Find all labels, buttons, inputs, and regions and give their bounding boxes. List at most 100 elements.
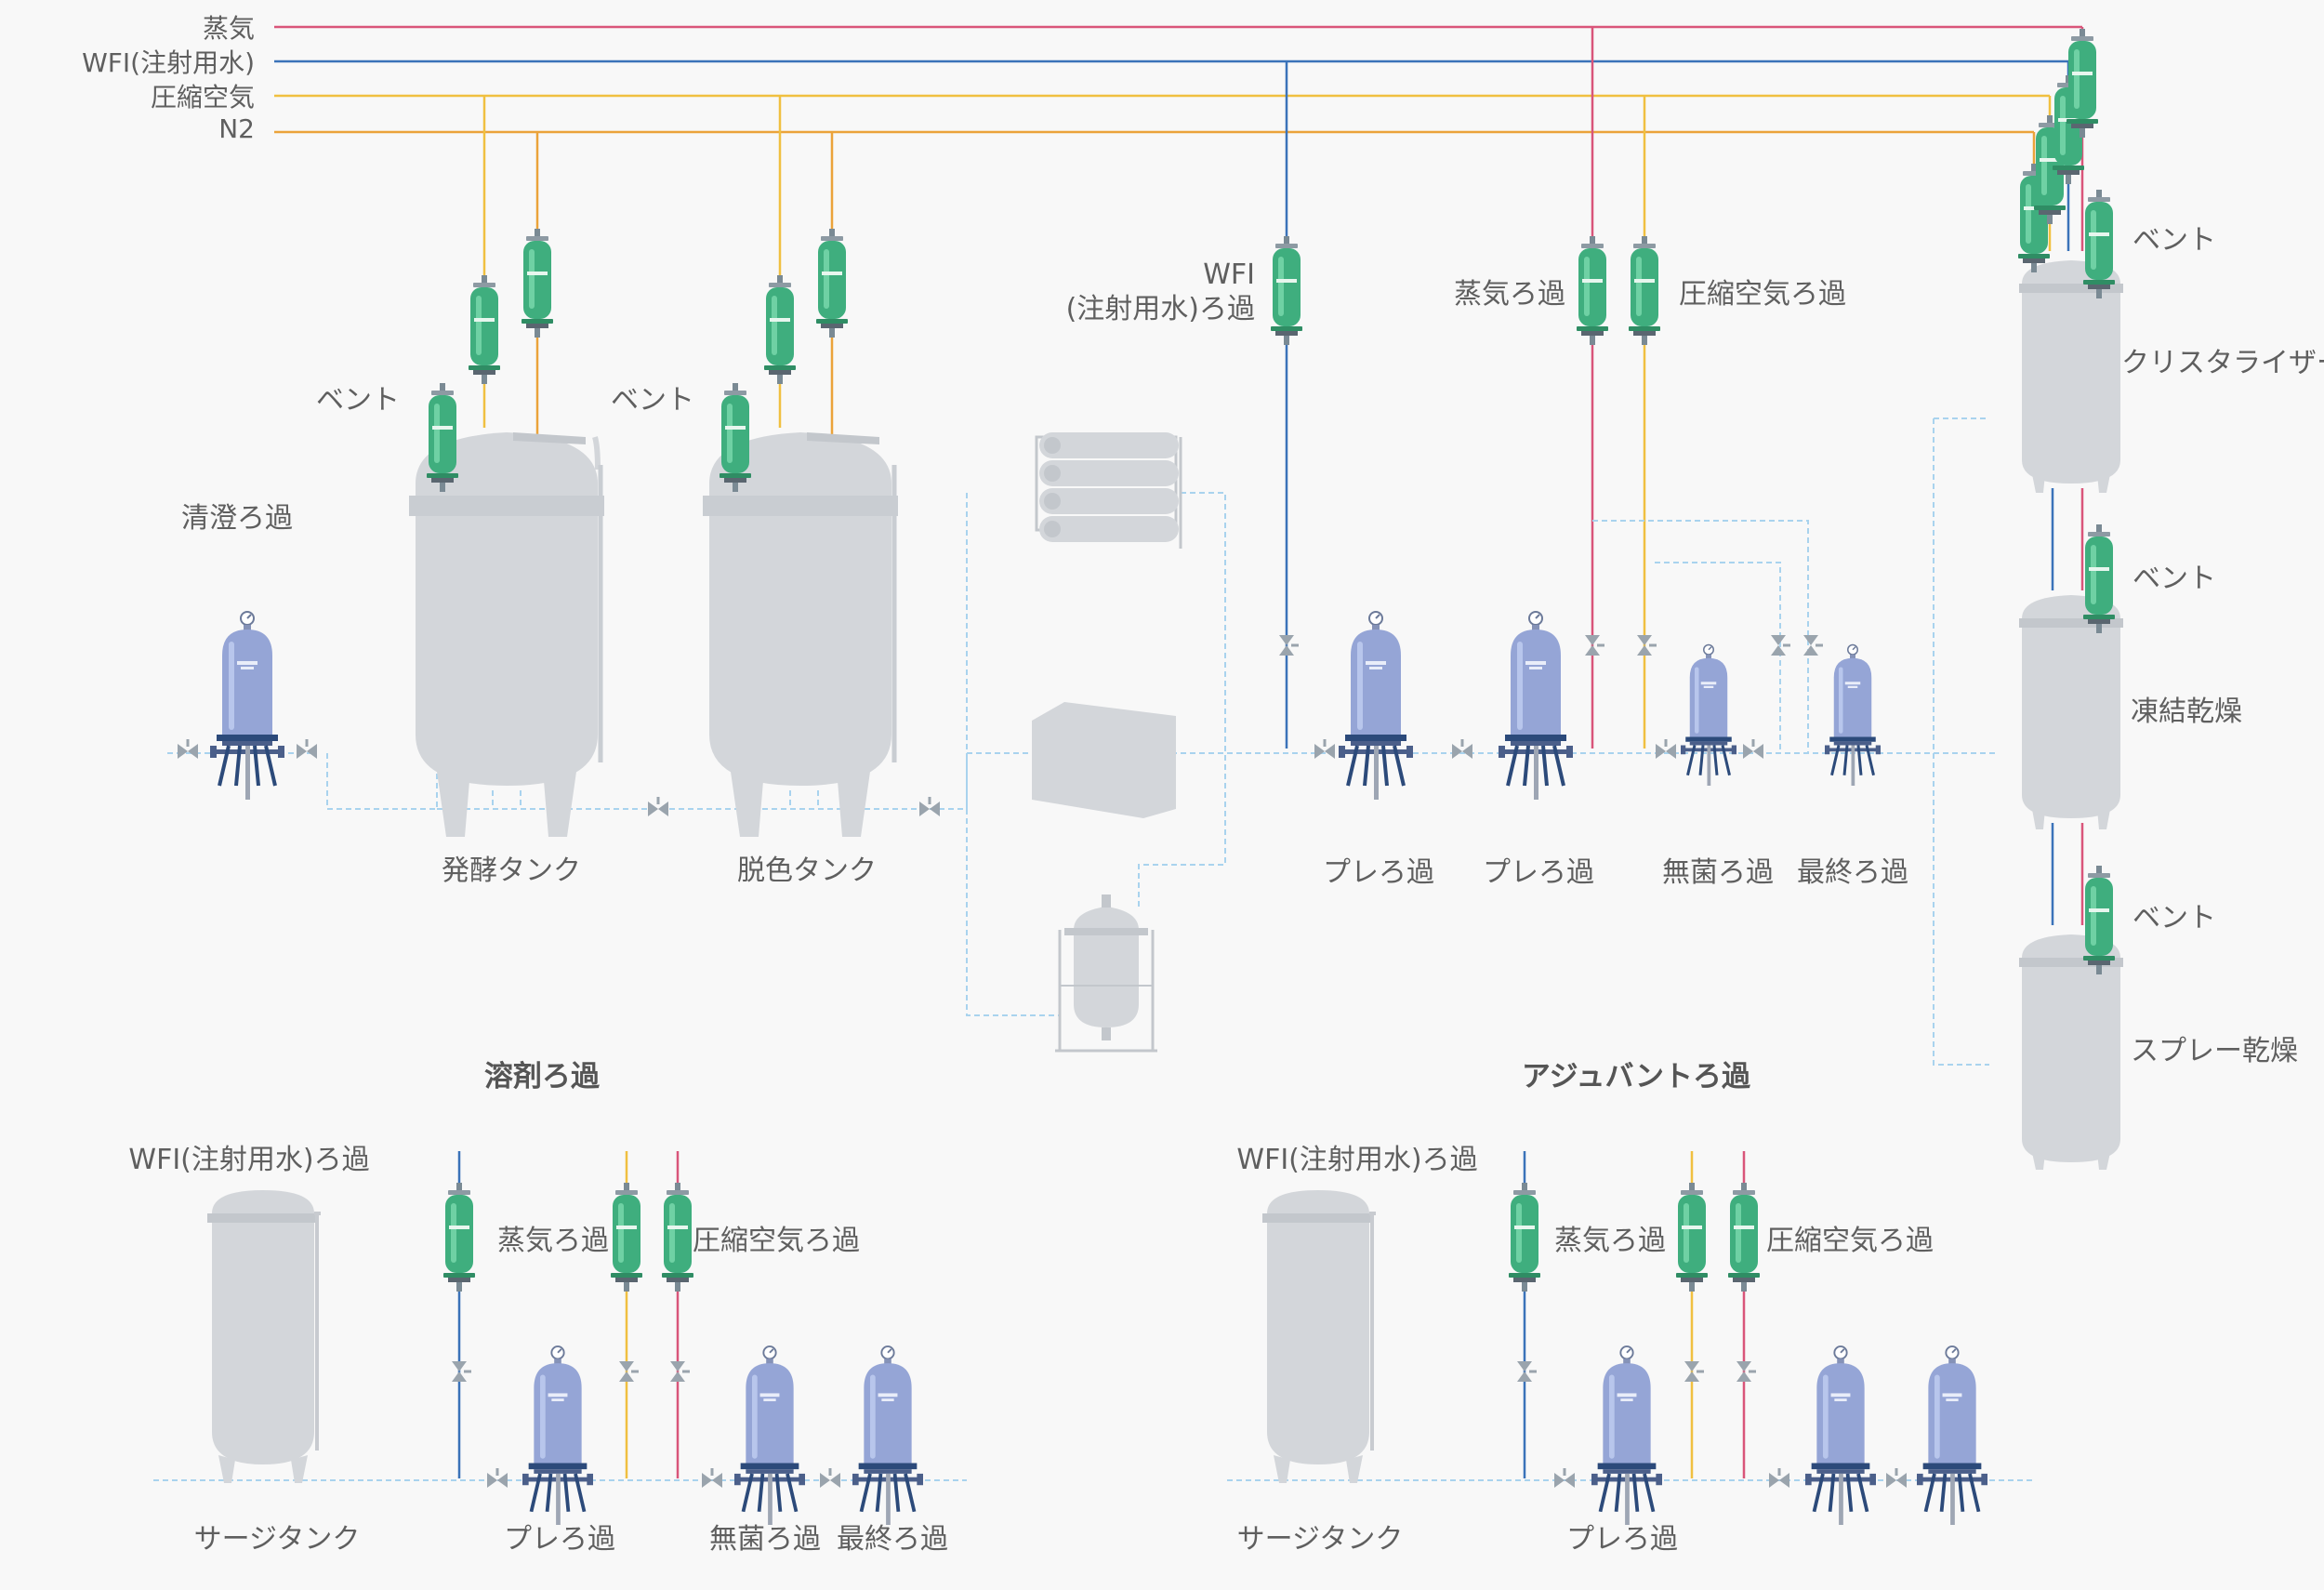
valve [702, 1468, 722, 1488]
fermentation-tank [409, 432, 604, 837]
valve [820, 1468, 840, 1488]
vent-label-2: ベント [611, 384, 694, 417]
valve [919, 797, 940, 816]
wfi-filter [1271, 236, 1302, 345]
solvent-sterile-filter-housing [733, 1345, 807, 1527]
adjuvant-surge-tank-label: サージタンク [1237, 1523, 1404, 1556]
air-filter [764, 275, 796, 384]
concentrator-box [1032, 702, 1176, 818]
valve [648, 797, 668, 816]
valve [1585, 635, 1604, 656]
valve [1886, 1468, 1907, 1488]
spray-dryer-label: スプレー乾燥 [2131, 1035, 2298, 1067]
sterile-filter-label: 無菌ろ過 [1662, 856, 1774, 889]
vent-freeze-label: ベント [2133, 563, 2216, 595]
decolor-tank [703, 432, 898, 837]
steam-filter [1577, 236, 1608, 345]
solvent-prefilter-housing [521, 1345, 595, 1527]
n2-filter [522, 229, 553, 338]
steam-filter [611, 1183, 642, 1292]
vent-crystallizer-label: ベント [2133, 224, 2216, 257]
adjuvant-steam-filter-label: 蒸気ろ過 [1554, 1225, 1666, 1257]
valve [670, 1361, 690, 1382]
solvent-section-title: 溶剤ろ過 [484, 1060, 601, 1093]
vent-filter [427, 383, 458, 492]
freeze-dryer-label: 凍結乾燥 [2131, 696, 2242, 728]
utility-headers: 蒸気 WFI(注射用水) 圧縮空気 N2 [82, 13, 2082, 144]
decolor-tank-label: 脱色タンク [737, 855, 877, 887]
solvent-final-filter-housing [851, 1345, 925, 1527]
n2-header-label: N2 [218, 113, 255, 144]
valve [297, 739, 317, 759]
adjuvant-section-title: アジュバントろ過 [1522, 1060, 1751, 1093]
adjuvant-wfi-filter-label: WFI(注射用水)ろ過 [1236, 1144, 1477, 1176]
solvent-surge-tank [205, 1188, 323, 1485]
vent-filter [2083, 524, 2115, 633]
valve [452, 1361, 471, 1382]
prefilter-housing [1497, 610, 1575, 802]
adjuvant-prefilter-housing [1590, 1345, 1664, 1527]
vent-filter [2083, 866, 2115, 974]
vent-filter [2083, 190, 2115, 298]
valve [1769, 1468, 1789, 1488]
valve [1279, 635, 1299, 656]
n2-filter [816, 229, 848, 338]
prefilter-label-1: プレろ過 [1323, 856, 1434, 889]
solvent-prefilter-label: プレろ過 [504, 1523, 615, 1556]
valve [1517, 1361, 1537, 1382]
wfi-filter-label-2: (注射用水)ろ過 [1066, 293, 1255, 325]
clarification-filter-label: 清澄ろ過 [181, 502, 293, 535]
air-filter-label: 圧縮空気ろ過 [1679, 278, 1846, 311]
sterile-filter-housing [1679, 643, 1738, 788]
adjuvant-sterile-filter-housing [1803, 1345, 1878, 1527]
steam-header-label: 蒸気 [203, 13, 255, 44]
air-filter [1728, 1183, 1760, 1292]
wfi-filter-label-1: WFI [1203, 258, 1255, 291]
compressed-air-header-label: 圧縮空気 [151, 82, 255, 113]
valve [1743, 739, 1763, 759]
valve [1736, 1361, 1756, 1382]
steam-filter [1676, 1183, 1708, 1292]
steam-filter-label: 蒸気ろ過 [1454, 278, 1565, 311]
clarification-filter [178, 610, 317, 802]
adjuvant-surge-tank [1261, 1188, 1378, 1485]
vent-label-1: ベント [316, 384, 400, 417]
wfi-header-label: WFI(注射用水) [82, 47, 255, 78]
prefilter-housing [1337, 610, 1415, 802]
valve [178, 739, 198, 759]
adjuvant-final-filter-housing [1915, 1345, 1989, 1527]
vent-filter [720, 383, 751, 492]
solvent-surge-tank-label: サージタンク [194, 1523, 361, 1556]
final-filter-housing [1823, 643, 1882, 788]
valve [1656, 739, 1676, 759]
vent-spray-label: ベント [2133, 902, 2216, 934]
final-filter-label: 最終ろ過 [1797, 856, 1908, 889]
solvent-steam-filter-label: 蒸気ろ過 [497, 1225, 609, 1257]
crystallizer-label: クリスタライザー [2121, 347, 2324, 379]
chromatography-column [1055, 894, 1157, 1053]
steam-filter [2067, 29, 2098, 138]
valve [1803, 635, 1823, 656]
valve [1637, 635, 1657, 656]
valve [619, 1361, 639, 1382]
spray-dryer [2019, 934, 2123, 1170]
solvent-wfi-filter-label: WFI(注射用水)ろ過 [128, 1144, 369, 1176]
solvent-final-filter-label: 最終ろ過 [837, 1523, 948, 1556]
valve [1452, 739, 1472, 759]
valve [1554, 1468, 1575, 1488]
valve [1314, 739, 1335, 759]
wfi-filter [443, 1183, 475, 1292]
crystallizer [2019, 260, 2123, 493]
air-filter [469, 275, 500, 384]
air-filter [1629, 236, 1660, 345]
fermentation-tank-label: 発酵タンク [442, 855, 581, 887]
freeze-dryer [2019, 595, 2123, 829]
solvent-air-filter-label: 圧縮空気ろ過 [693, 1225, 860, 1257]
adjuvant-air-filter-label: 圧縮空気ろ過 [1766, 1225, 1934, 1257]
valve [487, 1468, 508, 1488]
wfi-filter [1509, 1183, 1540, 1292]
membrane-module [1035, 432, 1182, 549]
prefilter-label-2: プレろ過 [1483, 856, 1594, 889]
air-filter [662, 1183, 693, 1292]
